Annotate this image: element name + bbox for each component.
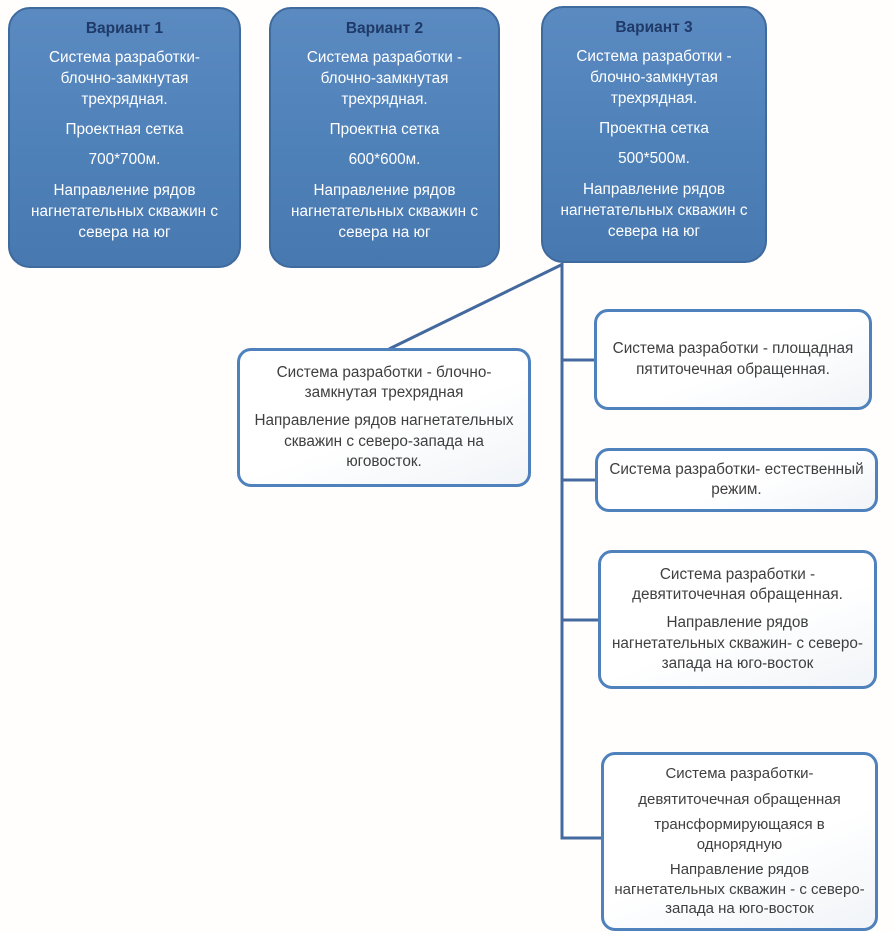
leaf-paragraph: Система разработки - площадная пятиточеч…: [612, 340, 854, 378]
variant-2-title: Вариант 2: [345, 20, 424, 37]
leaf-node-2: Система разработки- естественный режим.: [595, 448, 878, 512]
leaf-paragraph: Система разработки - девятиточечная обра…: [632, 566, 843, 604]
variant-1-paragraph: Направление рядов нагнетательных скважин…: [31, 181, 218, 241]
branch-paragraph: Направление рядов нагнетательных скважин…: [254, 412, 514, 470]
leaf-paragraph: девятиточечная обращенная: [638, 790, 841, 808]
leaf-paragraph: Направление рядов нагнетательных скважин…: [614, 861, 865, 918]
connector-diagonal-to-branch: [388, 263, 562, 351]
variant-2-node: Вариант 2 Система разработки - блочно-за…: [269, 7, 500, 268]
variant-3-paragraph: Проектна сетка: [599, 120, 709, 138]
variant-1-title: Вариант 1: [85, 20, 164, 37]
variant-3-paragraph: Направление рядов нагнетательных скважин…: [560, 180, 748, 240]
variant-1-paragraph: Система разработки- блочно-замкнутая тре…: [49, 49, 200, 109]
branch-paragraph: Система разработки - блочно-замкнутая тр…: [276, 364, 492, 402]
variant-2-paragraph: Проектна сетка: [329, 121, 440, 139]
variant-1-paragraph: Проектная сетка: [65, 121, 184, 139]
leaf-paragraph: трансформирующаяся в однорядную: [654, 816, 825, 853]
branch-node: Система разработки - блочно-замкнутая тр…: [237, 348, 531, 487]
leaf-paragraph: Направление рядов нагнетательных скважин…: [611, 614, 864, 672]
variant-3-node: Вариант 3 Система разработки - блочно-за…: [541, 6, 767, 263]
variant-2-paragraph: Направление рядов нагнетательных скважин…: [291, 181, 478, 241]
leaf-paragraph: Система разработки-: [665, 765, 814, 783]
variant-3-paragraph: 500*500м.: [618, 150, 690, 168]
variant-3-paragraph: Система разработки - блочно-замкнутая тр…: [576, 48, 732, 108]
leaf-node-3: Система разработки - девятиточечная обра…: [598, 550, 877, 689]
variant-2-paragraph: 600*600м.: [348, 151, 421, 169]
connector-trunk: [560, 263, 602, 840]
leaf-node-4: Система разработки- девятиточечная обращ…: [601, 752, 878, 931]
variant-1-node: Вариант 1 Система разработки- блочно-зам…: [8, 7, 241, 268]
variant-3-title: Вариант 3: [615, 19, 693, 36]
leaf-node-1: Система разработки - площадная пятиточеч…: [594, 309, 872, 410]
variant-2-paragraph: Система разработки - блочно-замкнутая тр…: [306, 49, 463, 109]
leaf-paragraph: Система разработки- естественный режим.: [609, 460, 864, 498]
variant-1-paragraph: 700*700м.: [88, 151, 161, 169]
